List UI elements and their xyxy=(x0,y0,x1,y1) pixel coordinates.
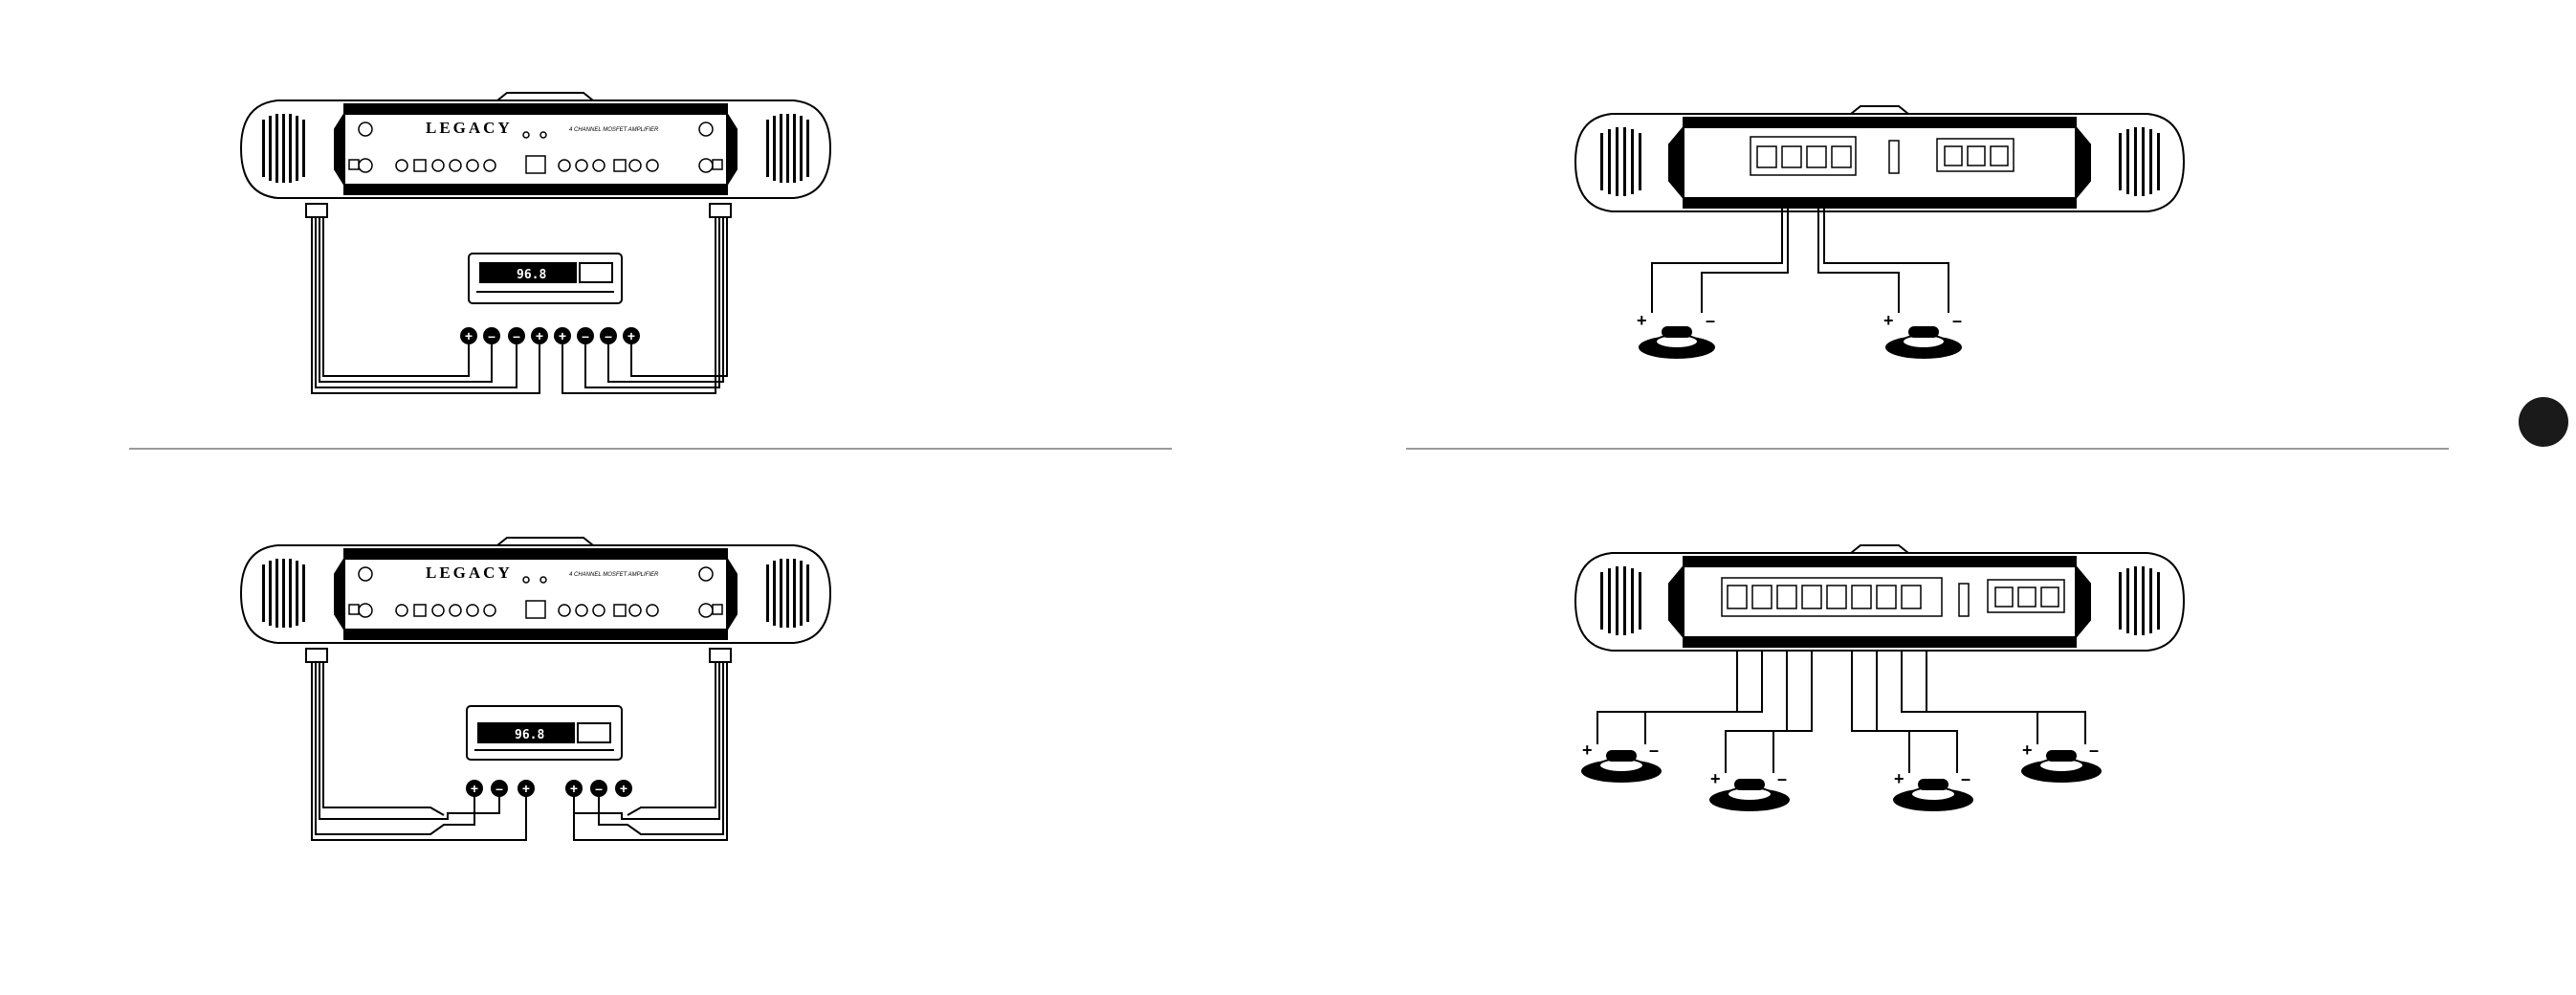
protect-led-icon xyxy=(540,132,546,138)
mode-switch-icon xyxy=(614,160,626,171)
crossover-knob-icon xyxy=(647,160,658,171)
rca-jack-icon xyxy=(359,567,372,581)
remote-port-icon xyxy=(526,156,545,173)
gain-knob-icon xyxy=(432,605,444,616)
rca-plug-right xyxy=(710,204,731,217)
rca-jack-icon xyxy=(359,159,372,172)
diagram-input-4ch: LEGACY 4 CHANNEL MOSFET AMPLIFIER xyxy=(239,91,832,407)
mode-switch-icon xyxy=(414,160,426,171)
amp-brand-label: LEGACY xyxy=(426,564,513,582)
polarity-minus-label: – xyxy=(2089,741,2099,760)
polarity-plus-label: + xyxy=(559,328,566,343)
crossover-knob-icon xyxy=(593,160,605,171)
polarity-minus-label: – xyxy=(582,328,589,343)
input-switch-icon xyxy=(349,605,359,614)
polarity-plus-label: + xyxy=(536,328,543,343)
rca-plug-right xyxy=(710,649,731,662)
speaker-right xyxy=(1885,326,1962,359)
head-unit-outputs xyxy=(466,780,632,797)
polarity-minus-label: – xyxy=(1649,741,1659,760)
polarity-plus-label: + xyxy=(1710,769,1721,788)
gain-knob-icon xyxy=(559,605,570,616)
mode-switch-icon xyxy=(414,605,426,616)
diagram-speaker-4ch: + – + – + – + – xyxy=(1530,543,2200,840)
gain-knob-icon xyxy=(396,605,407,616)
polarity-plus-label: + xyxy=(1582,741,1593,760)
crossover-knob-icon xyxy=(593,605,605,616)
gain-knob-icon xyxy=(396,160,407,171)
polarity-minus-label: – xyxy=(605,328,612,343)
gain-knob-icon xyxy=(559,160,570,171)
polarity-minus-label: – xyxy=(595,781,603,796)
amp-model-label: 4 CHANNEL MOSFET AMPLIFIER xyxy=(569,572,659,578)
polarity-plus-label: + xyxy=(1894,769,1904,788)
rca-jack-icon xyxy=(699,159,713,172)
crossover-knob-icon xyxy=(450,605,461,616)
polarity-minus-label: – xyxy=(1777,769,1787,788)
gain-knob-icon xyxy=(576,605,587,616)
power-led-icon xyxy=(523,132,529,138)
polarity-minus-label: – xyxy=(495,781,503,796)
polarity-minus-label: – xyxy=(1706,311,1715,330)
protect-led-icon xyxy=(540,577,546,583)
polarity-plus-label: + xyxy=(522,781,530,796)
polarity-plus-label: + xyxy=(1637,311,1647,330)
crossover-knob-icon xyxy=(647,605,658,616)
section-divider-right xyxy=(1406,448,2449,450)
polarity-plus-label: + xyxy=(471,781,478,796)
crossover-knob-icon xyxy=(484,160,495,171)
rca-jack-icon xyxy=(699,604,713,617)
amp-handle xyxy=(497,538,593,545)
rca-plug-left xyxy=(306,649,327,662)
gain-knob-icon xyxy=(576,160,587,171)
input-switch-icon xyxy=(713,160,722,169)
page-tab-marker xyxy=(2519,397,2568,447)
crossover-knob-icon xyxy=(450,160,461,171)
rca-jack-icon xyxy=(359,122,372,136)
fuse-icon xyxy=(1889,141,1899,173)
amp-brand-label: LEGACY xyxy=(426,119,513,137)
power-led-icon xyxy=(523,577,529,583)
rca-jack-icon xyxy=(699,567,713,581)
rca-plug-left xyxy=(306,204,327,217)
polarity-plus-label: + xyxy=(1883,311,1894,330)
rca-jack-icon xyxy=(699,122,713,136)
crossover-knob-icon xyxy=(467,605,478,616)
remote-port-icon xyxy=(526,601,545,618)
section-divider-left xyxy=(129,448,1172,450)
crossover-knob-icon xyxy=(467,160,478,171)
polarity-plus-label: + xyxy=(627,328,635,343)
amp-model-label: 4 CHANNEL MOSFET AMPLIFIER xyxy=(569,127,659,133)
fuse-icon xyxy=(1959,584,1969,616)
polarity-minus-label: – xyxy=(513,328,520,343)
polarity-plus-label: + xyxy=(570,781,578,796)
rca-jack-icon xyxy=(359,604,372,617)
head-unit-display: 96.8 xyxy=(515,728,544,742)
polarity-plus-label: + xyxy=(2022,741,2033,760)
amp-handle xyxy=(497,93,593,100)
polarity-minus-label: – xyxy=(488,328,495,343)
gain-knob-icon xyxy=(432,160,444,171)
diagram-speaker-2ch: + – + – xyxy=(1574,100,2186,378)
polarity-plus-label: + xyxy=(620,781,627,796)
crossover-knob-icon xyxy=(484,605,495,616)
amp-handle xyxy=(1851,106,1908,114)
input-switch-icon xyxy=(713,605,722,614)
input-switch-icon xyxy=(349,160,359,169)
polarity-minus-label: – xyxy=(1952,311,1962,330)
diagram-input-2ch: LEGACY 4 CHANNEL MOSFET AMPLIFIER xyxy=(239,536,832,851)
mode-switch-icon xyxy=(614,605,626,616)
polarity-plus-label: + xyxy=(465,328,473,343)
crossover-knob-icon xyxy=(629,160,641,171)
speaker-left xyxy=(1639,326,1715,359)
head-unit-display: 96.8 xyxy=(517,268,546,282)
amp-handle xyxy=(1851,545,1908,553)
polarity-minus-label: – xyxy=(1961,769,1971,788)
crossover-knob-icon xyxy=(629,605,641,616)
